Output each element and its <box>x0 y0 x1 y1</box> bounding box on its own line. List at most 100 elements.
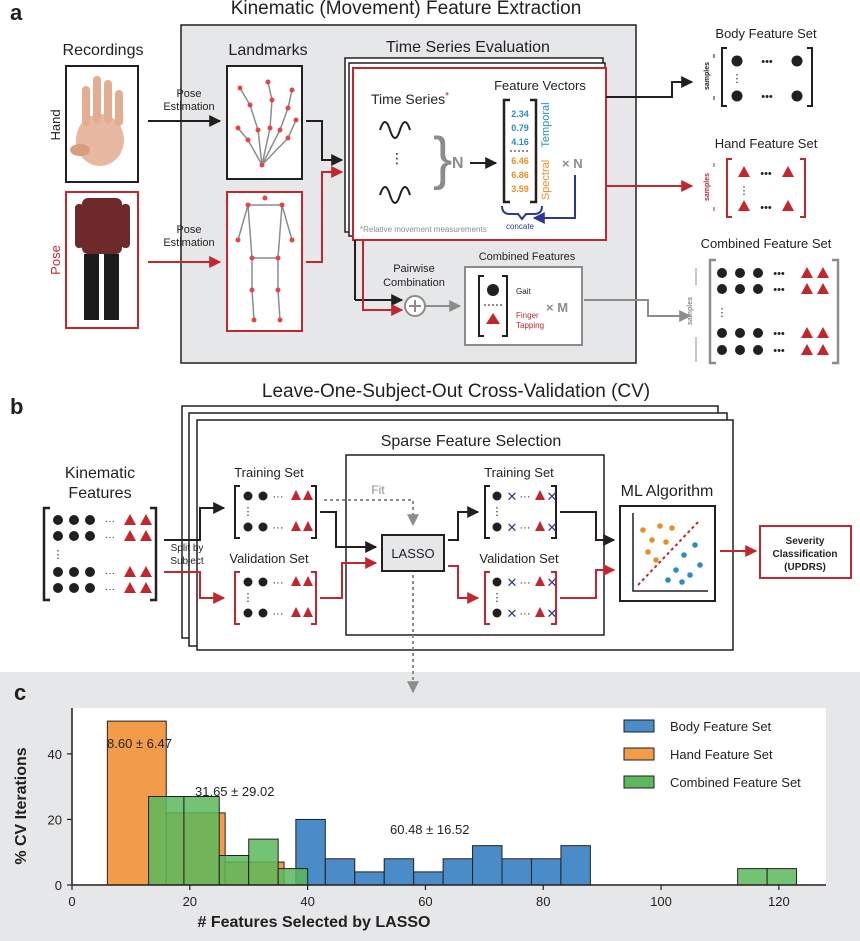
training-set-label-right: Training Set <box>484 465 554 480</box>
panel-a-letter: a <box>10 0 23 25</box>
combined-row-dots-4: ••• <box>773 345 785 357</box>
y-tick-label: 20 <box>48 812 62 827</box>
train-right-row-dots-1: ··· <box>520 491 531 503</box>
combined-bracket-left <box>478 275 484 337</box>
asterisk-mark: * <box>445 91 449 102</box>
train-right-markers <box>492 490 545 532</box>
series-evaluation-box <box>352 67 607 241</box>
hand-column-dots: ⋮ <box>739 185 750 197</box>
train-right-bracket-left <box>484 485 490 539</box>
validation-set-label-right: Validation Set <box>479 551 559 566</box>
body-feature-set-legend-swatch <box>623 719 655 733</box>
concat-loop-arrow <box>532 175 576 224</box>
pose-landmark-dots <box>235 195 295 323</box>
fit-label: Fit <box>371 483 385 497</box>
spectral-value-1: 6.46 <box>511 156 529 166</box>
train-left-row-dots-2: ··· <box>273 522 284 534</box>
hand-set-markers <box>738 166 794 211</box>
person-photo-icon <box>75 198 130 320</box>
combined-feature-set-bar <box>766 868 798 886</box>
train-right-bracket-right <box>551 485 557 539</box>
body-feature-set-bar <box>472 845 503 886</box>
to-body-set-arrow <box>606 76 694 98</box>
val-left-bracket-left <box>234 571 240 625</box>
body-set-markers <box>731 55 803 102</box>
lasso-box <box>381 534 445 572</box>
pairwise-label-2: Combination <box>383 277 445 289</box>
pose-estimation-label-4: Estimation <box>163 237 214 249</box>
times-n-label: × N <box>562 156 583 171</box>
spectral-value-3: 3.59 <box>511 184 529 194</box>
combined-features-label: Combined Features <box>479 251 576 263</box>
body-column-dots: ⋮ <box>732 73 743 85</box>
val-right-cross-2: ✕ <box>507 606 518 621</box>
movement-footnote: *Relative movement measurements <box>360 225 487 234</box>
series-brace: } <box>433 126 452 191</box>
body-feature-set-bar <box>383 858 415 886</box>
train-right-row-dots-2: ··· <box>520 522 531 534</box>
body-feature-set-bar <box>442 858 474 886</box>
lasso-to-validation-arrow <box>448 565 480 604</box>
hand-feature-set-legend-label: Hand Feature Set <box>670 747 773 762</box>
val-left-row-dots-1: ··· <box>273 577 284 589</box>
pairwise-label-1: Pairwise <box>393 263 435 275</box>
kinematic-row-dots-2: ··· <box>105 532 115 543</box>
validation-to-lasso-arrow <box>320 557 378 599</box>
combined-bracket-right <box>502 275 508 337</box>
gait-label: Gait <box>516 287 531 296</box>
severity-label-1: Severity <box>786 536 825 547</box>
panel-c-letter: c <box>14 680 26 705</box>
train-right-cross-2: ✕ <box>507 520 518 535</box>
ml-plot-axes <box>632 513 708 592</box>
x-axis-label: # Features Selected by LASSO <box>198 914 431 931</box>
hand-side-label: Hand <box>48 109 63 140</box>
body-feature-set-bar <box>324 858 356 886</box>
temporal-value-3: 4.16 <box>511 137 529 147</box>
pose-estimation-label-1: Pose <box>176 88 201 100</box>
body-row-dots-1: ••• <box>761 56 773 68</box>
val-right-row-dots-1: ··· <box>520 577 531 589</box>
vector-bracket-right <box>530 98 538 204</box>
times-m-label: × M <box>546 300 568 315</box>
sparse-selection-title: Sparse Feature Selection <box>381 433 562 450</box>
train-right-column-dots: ⋮ <box>492 506 503 518</box>
train-right-cross-4: ✕ <box>547 520 558 535</box>
hand-to-series-arrow <box>306 120 344 166</box>
feature-vectors-label: Feature Vectors <box>494 78 586 93</box>
val-left-bracket-right <box>311 571 317 625</box>
body-set-title: Body Feature Set <box>715 26 817 41</box>
hand-photo-icon <box>70 76 124 166</box>
time-series-evaluation-title: Time Series Evaluation <box>386 39 550 56</box>
body-feature-set-annotation: 60.48 ± 16.52 <box>390 822 469 837</box>
combined-samples-label: samples <box>687 297 694 325</box>
tapping-triangle-icon <box>486 313 500 324</box>
ml-algorithm-title: ML Algorithm <box>621 483 714 500</box>
combined-feature-set-legend-swatch <box>623 775 655 789</box>
combined-row-dots-2: ••• <box>773 284 785 296</box>
val-right-cross-3: ✕ <box>547 575 558 590</box>
pose-estimation-label-3: Pose <box>176 224 201 236</box>
body-feature-set-bar <box>530 858 562 886</box>
pairwise-red-arrow <box>362 240 404 316</box>
val-right-row-dots-2: ··· <box>520 608 531 620</box>
temporal-value-2: 0.79 <box>511 123 529 133</box>
combined-set-markers <box>717 267 829 355</box>
val-left-markers <box>243 576 313 618</box>
temporal-value-1: 2.34 <box>511 109 529 119</box>
hand-samples-label: samples <box>704 173 711 201</box>
waveform-ellipsis: ⋮ <box>390 150 404 166</box>
kinematic-markers <box>53 514 152 593</box>
y-axis-label: % CV Iterations <box>13 747 30 864</box>
x-tick-label: 0 <box>68 894 75 909</box>
combined-row-dots-3: ••• <box>773 328 785 340</box>
kinematic-row-dots-1: ··· <box>105 516 115 527</box>
n-series-symbol: N <box>452 155 464 172</box>
train-left-bracket-right <box>311 485 317 539</box>
train-right-cross-1: ✕ <box>507 489 518 504</box>
training-set-label-left: Training Set <box>234 465 304 480</box>
validation-set-label-left: Validation Set <box>229 551 309 566</box>
hand-landmark-dots <box>235 79 299 168</box>
